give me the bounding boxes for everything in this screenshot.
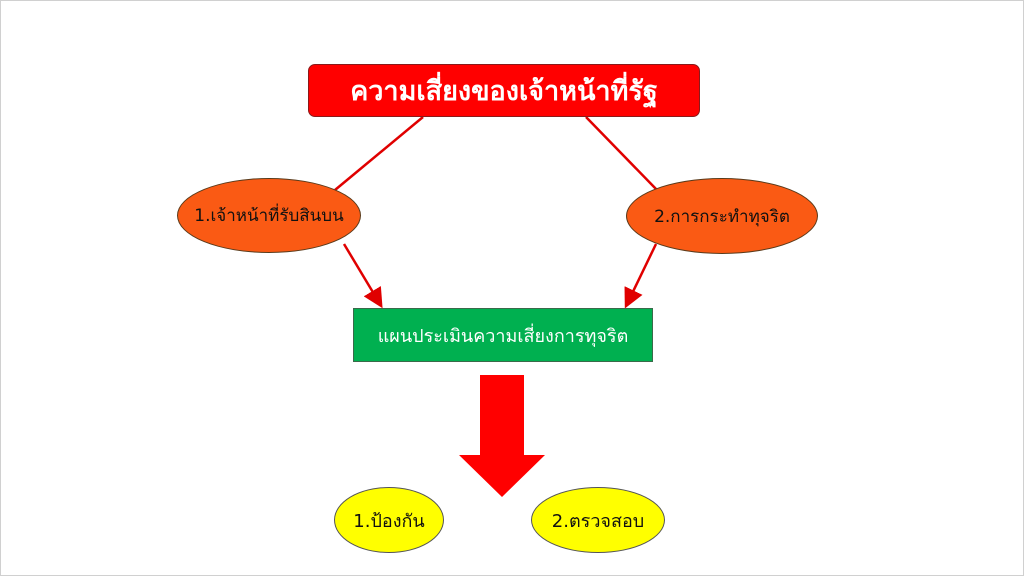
risk-ellipse-1: 1.เจ้าหน้าที่รับสินบน: [177, 178, 361, 253]
risk-label-2: 2.การกระทำทุจริต: [654, 206, 790, 227]
outcome-ellipse-1: 1.ป้องกัน: [334, 487, 444, 553]
risk-label-1: 1.เจ้าหน้าที่รับสินบน: [194, 206, 344, 226]
connector-title-to-risk-2: [585, 116, 658, 191]
plan-text: แผนประเมินความเสี่ยงการทุจริต: [377, 325, 629, 347]
title-box: ความเสี่ยงของเจ้าหน้าที่รัฐ: [308, 64, 700, 117]
outcome-label-1: 1.ป้องกัน: [353, 510, 425, 532]
arrow-risk-1-to-plan: [342, 243, 383, 309]
big-down-arrow: [459, 375, 545, 497]
outcome-label-2: 2.ตรวจสอบ: [551, 510, 645, 532]
connector-title-to-risk-1: [334, 116, 424, 191]
arrow-risk-2-to-plan: [624, 243, 658, 309]
outcome-ellipse-2: 2.ตรวจสอบ: [531, 487, 665, 553]
risk-ellipse-2: 2.การกระทำทุจริต: [626, 178, 818, 254]
title-text: ความเสี่ยงของเจ้าหน้าที่รัฐ: [350, 76, 658, 107]
plan-box: แผนประเมินความเสี่ยงการทุจริต: [353, 308, 653, 362]
